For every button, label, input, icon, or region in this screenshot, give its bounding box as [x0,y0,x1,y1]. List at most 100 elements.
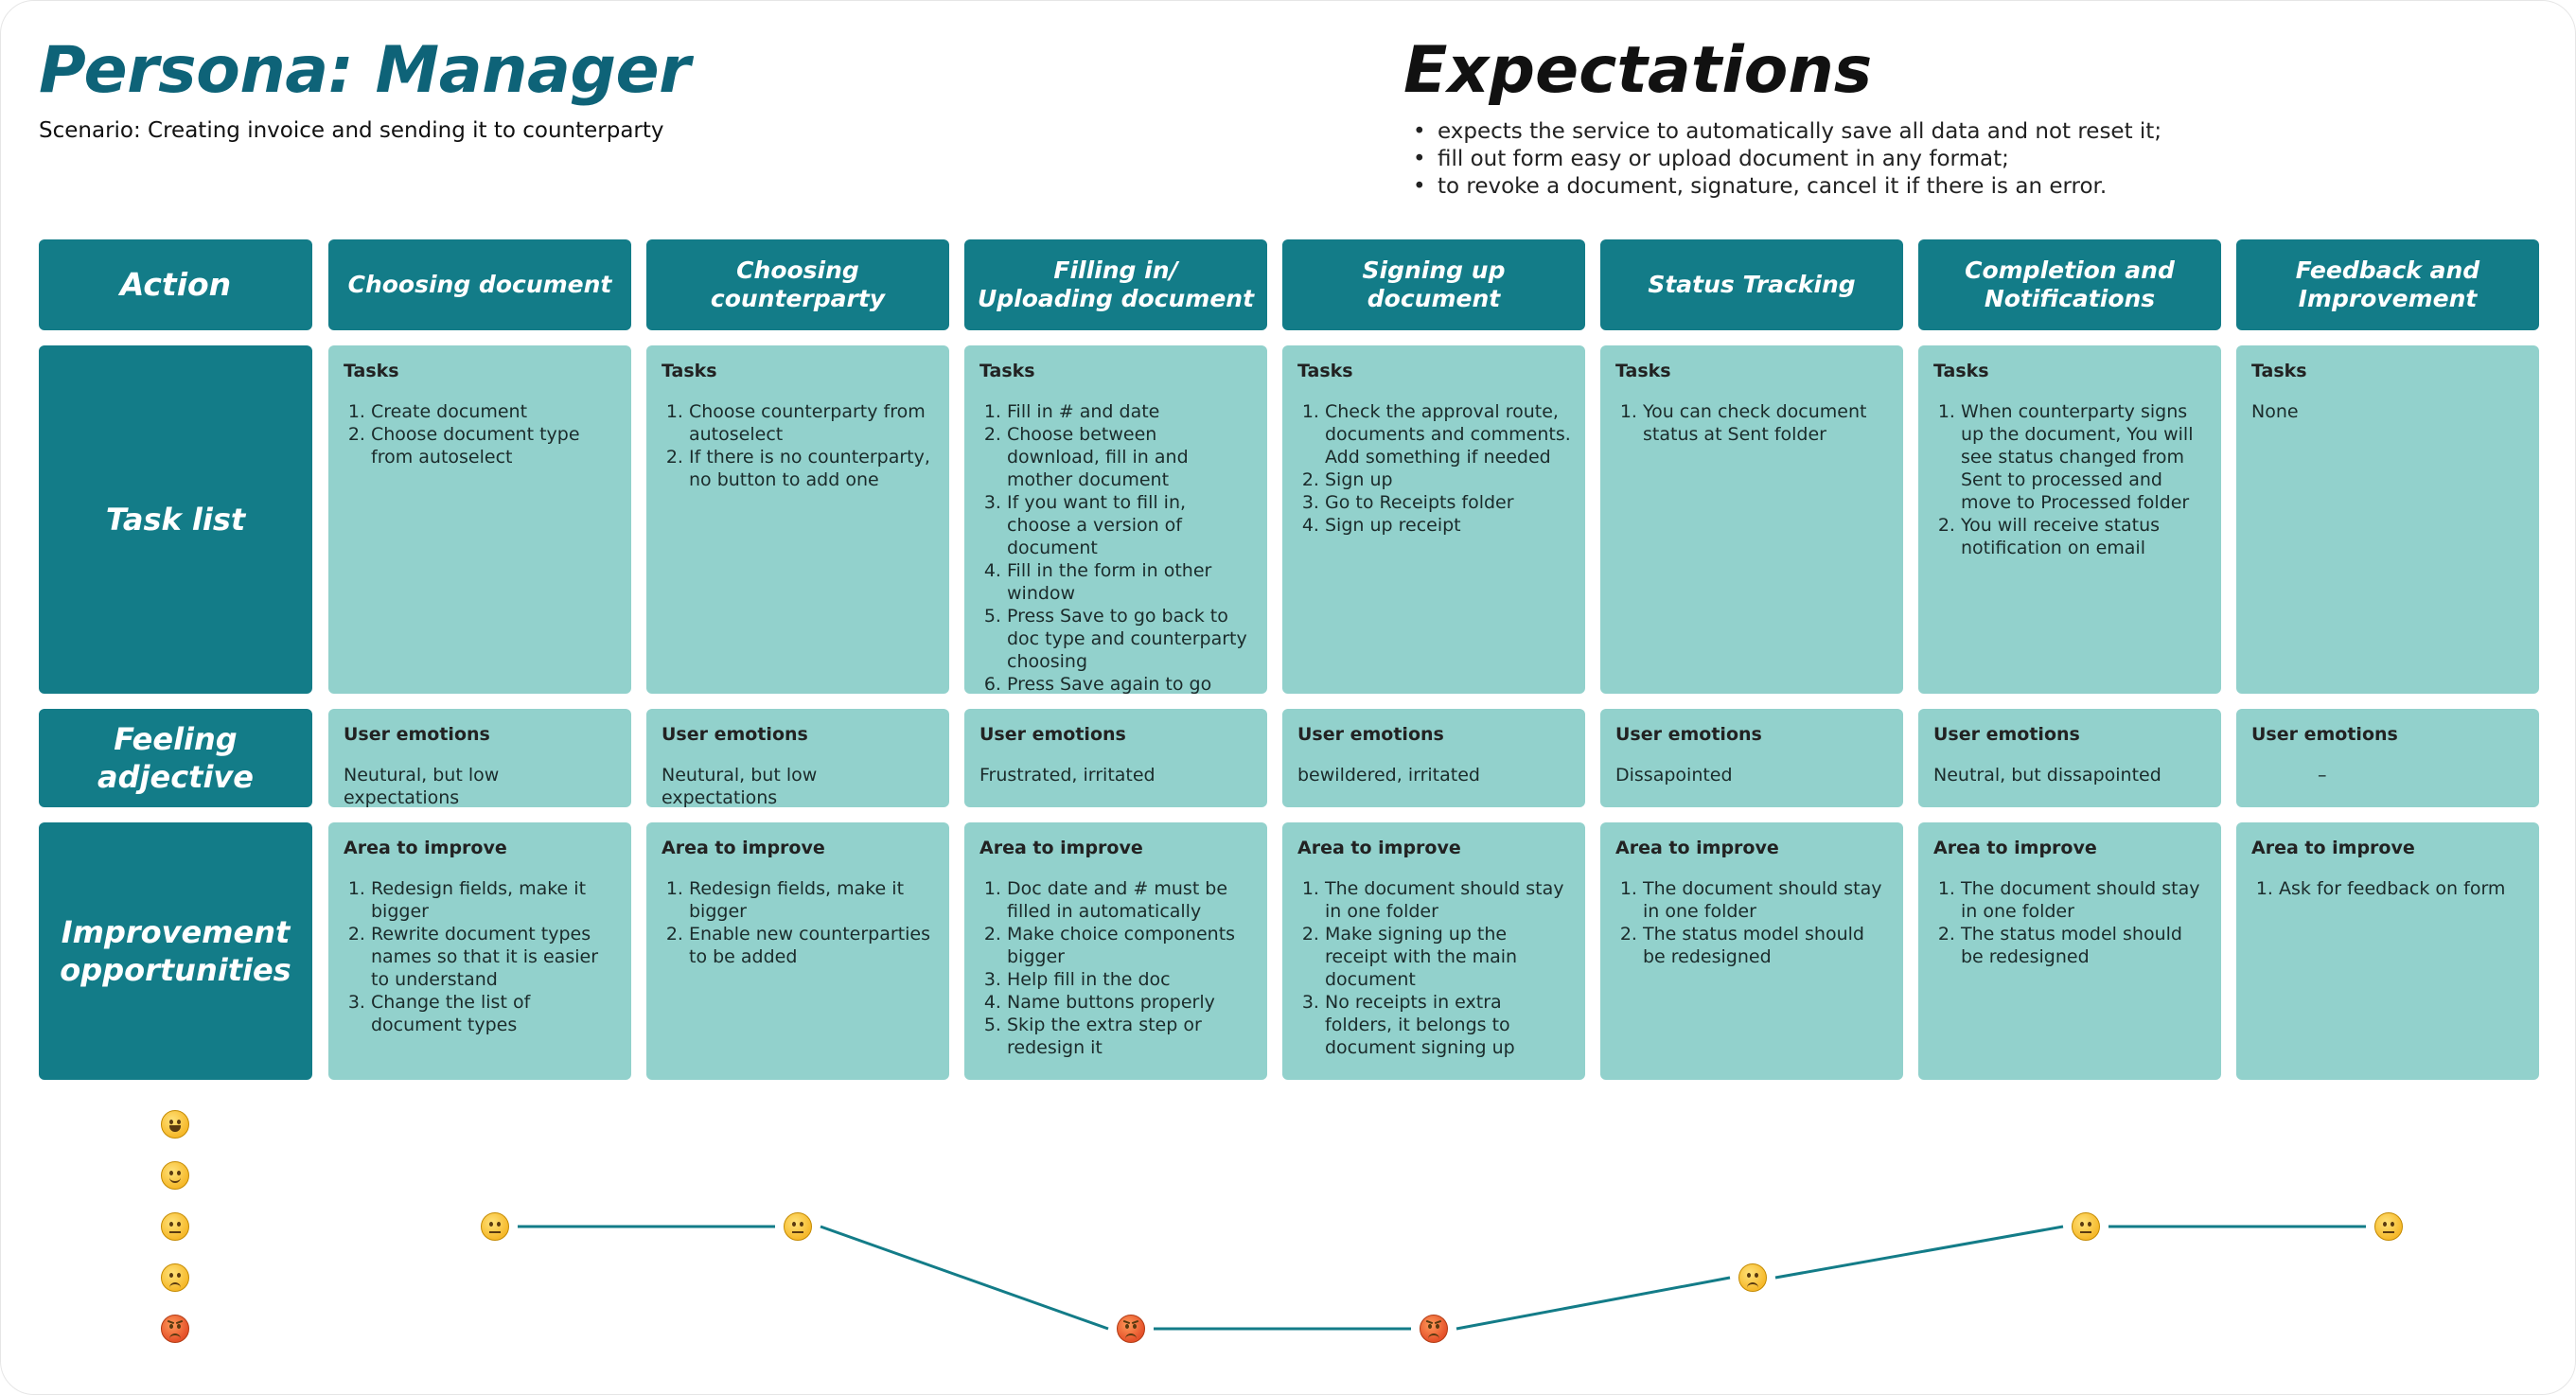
curve-point-angry-icon [1117,1315,1145,1343]
persona-title: Persona: Manager [39,33,691,108]
task-list: Fill in # and dateChoose between downloa… [979,400,1254,694]
improvement-item: The document should stay in one folder [1325,877,1572,923]
task-item: Check the approval route, documents and … [1325,400,1572,468]
improvement-card: Area to improveThe document should stay … [1600,822,1903,1080]
card-title: User emotions [344,724,490,745]
stage-header: Status Tracking [1600,239,1903,330]
emotion-text: bewildered, irritated [1297,765,1480,786]
card-title: Area to improve [1615,838,1779,858]
task-item: When counterparty signs up the document,… [1961,400,2208,514]
scenario-text: Scenario: Creating invoice and sending i… [39,118,664,143]
stage-header: Filling in/ Uploading document [964,239,1267,330]
curve-segment [1456,1276,1731,1331]
emotion-text: Neutural, but low expectations [662,765,818,807]
emotion-text: Neutral, but dissapointed [1933,765,2161,786]
task-card: TasksFill in # and dateChoose between do… [964,345,1267,694]
emotion-text: Frustrated, irritated [979,765,1156,786]
emotion-text: Dissapointed [1615,765,1733,786]
improvement-item: Doc date and # must be filled in automat… [1007,877,1254,923]
stage-header: Feedback and Improvement [2236,239,2539,330]
improvement-item: The status model should be redesigned [1643,923,1890,968]
card-title: User emotions [979,724,1126,745]
card-title: Area to improve [662,838,825,858]
card-title: Tasks [344,361,399,381]
slightly-smiling-face-icon [161,1161,189,1190]
curve-point-neutral-icon [481,1212,509,1241]
curve-point-neutral-icon [2374,1212,2403,1241]
improvement-list: The document should stay in one folderMa… [1297,877,1572,1059]
improvement-item: The document should stay in one folder [1643,877,1890,923]
task-item: Create document [371,400,618,423]
improvement-item: Skip the extra step or redesign it [1007,1014,1254,1059]
curve-point-neutral-icon [784,1212,812,1241]
expectation-item: •to revoke a document, signature, cancel… [1413,174,2108,199]
slightly-frowning-face-icon [161,1263,189,1292]
task-card: TasksChoose counterparty from autoselect… [646,345,949,694]
improvement-item: The document should stay in one folder [1961,877,2208,923]
improvement-item: Change the list of document types [371,991,618,1036]
card-title: Area to improve [1297,838,1461,858]
improvement-item: Help fill in the doc [1007,968,1254,991]
task-item: Choose counterparty from autoselect [689,400,936,446]
task-item: Go to Receipts folder [1325,491,1572,514]
emotion-card: User emotions bewildered, irritated [1282,709,1585,807]
row-header-task-list: Task list [39,345,312,694]
curve-segment [1774,1225,2064,1280]
card-title: User emotions [1297,724,1444,745]
task-item: You will receive status notification on … [1961,514,2208,559]
stage-header: Choosing counterparty [646,239,949,330]
improvement-card: Area to improveRedesign fields, make it … [646,822,949,1080]
card-title: Tasks [2251,361,2307,381]
improvement-card: Area to improveThe document should stay … [1282,822,1585,1080]
card-title: User emotions [1615,724,1762,745]
card-title: Tasks [1615,361,1671,381]
curve-segment [820,1225,1109,1331]
improvement-list: Redesign fields, make it biggerEnable ne… [662,877,936,968]
stage-header: Signing up document [1282,239,1585,330]
task-card: TasksCreate documentChoose document type… [328,345,631,694]
expectations-list: •expects the service to automatically sa… [1413,118,2161,201]
improvement-list: Doc date and # must be filled in automat… [979,877,1254,1059]
task-list: Choose counterparty from autoselectIf th… [662,400,936,491]
angry-face-icon [161,1315,189,1343]
row-header-feeling: Feeling adjective [39,709,312,807]
task-list: Check the approval route, documents and … [1297,400,1572,537]
improvement-card: Area to improveAsk for feedback on form [2236,822,2539,1080]
expectation-item: •expects the service to automatically sa… [1413,119,2162,144]
expectation-item: •fill out form easy or upload document i… [1413,147,2009,171]
task-card: TasksCheck the approval route, documents… [1282,345,1585,694]
task-text: None [2251,401,2299,422]
improvement-item: Name buttons properly [1007,991,1254,1014]
improvement-list: Ask for feedback on form [2251,877,2526,900]
task-card: TasksWhen counterparty signs up the docu… [1918,345,2221,694]
stage-header: Completion and Notifications [1918,239,2221,330]
improvement-list: The document should stay in one folderTh… [1933,877,2208,968]
improvement-item: Rewrite document types names so that it … [371,923,618,991]
task-item: Choose between download, fill in and mot… [1007,423,1254,491]
expectations-title: Expectations [1403,33,1873,108]
card-title: Tasks [662,361,717,381]
task-item: You can check document status at Sent fo… [1643,400,1890,446]
row-header-improvement: Improvement opportunities [39,822,312,1080]
improvement-item: Make choice components bigger [1007,923,1254,968]
improvement-item: Ask for feedback on form [2279,877,2526,900]
card-title: Area to improve [979,838,1143,858]
improvement-card: Area to improveRedesign fields, make it … [328,822,631,1080]
task-item: If there is no counterparty, no button t… [689,446,936,491]
task-item: Sign up [1325,468,1572,491]
card-title: User emotions [662,724,808,745]
card-title: Tasks [1933,361,1989,381]
improvement-item: No receipts in extra folders, it belongs… [1325,991,1572,1059]
task-item: Press Save again to go back to doc sendi… [1007,673,1254,694]
task-list: Create documentChoose document type from… [344,400,618,468]
improvement-item: The status model should be redesigned [1961,923,2208,968]
row-header-action: Action [39,239,312,330]
task-item: If you want to fill in, choose a version… [1007,491,1254,559]
task-list: When counterparty signs up the document,… [1933,400,2208,559]
task-item: Choose document type from autoselect [371,423,618,468]
